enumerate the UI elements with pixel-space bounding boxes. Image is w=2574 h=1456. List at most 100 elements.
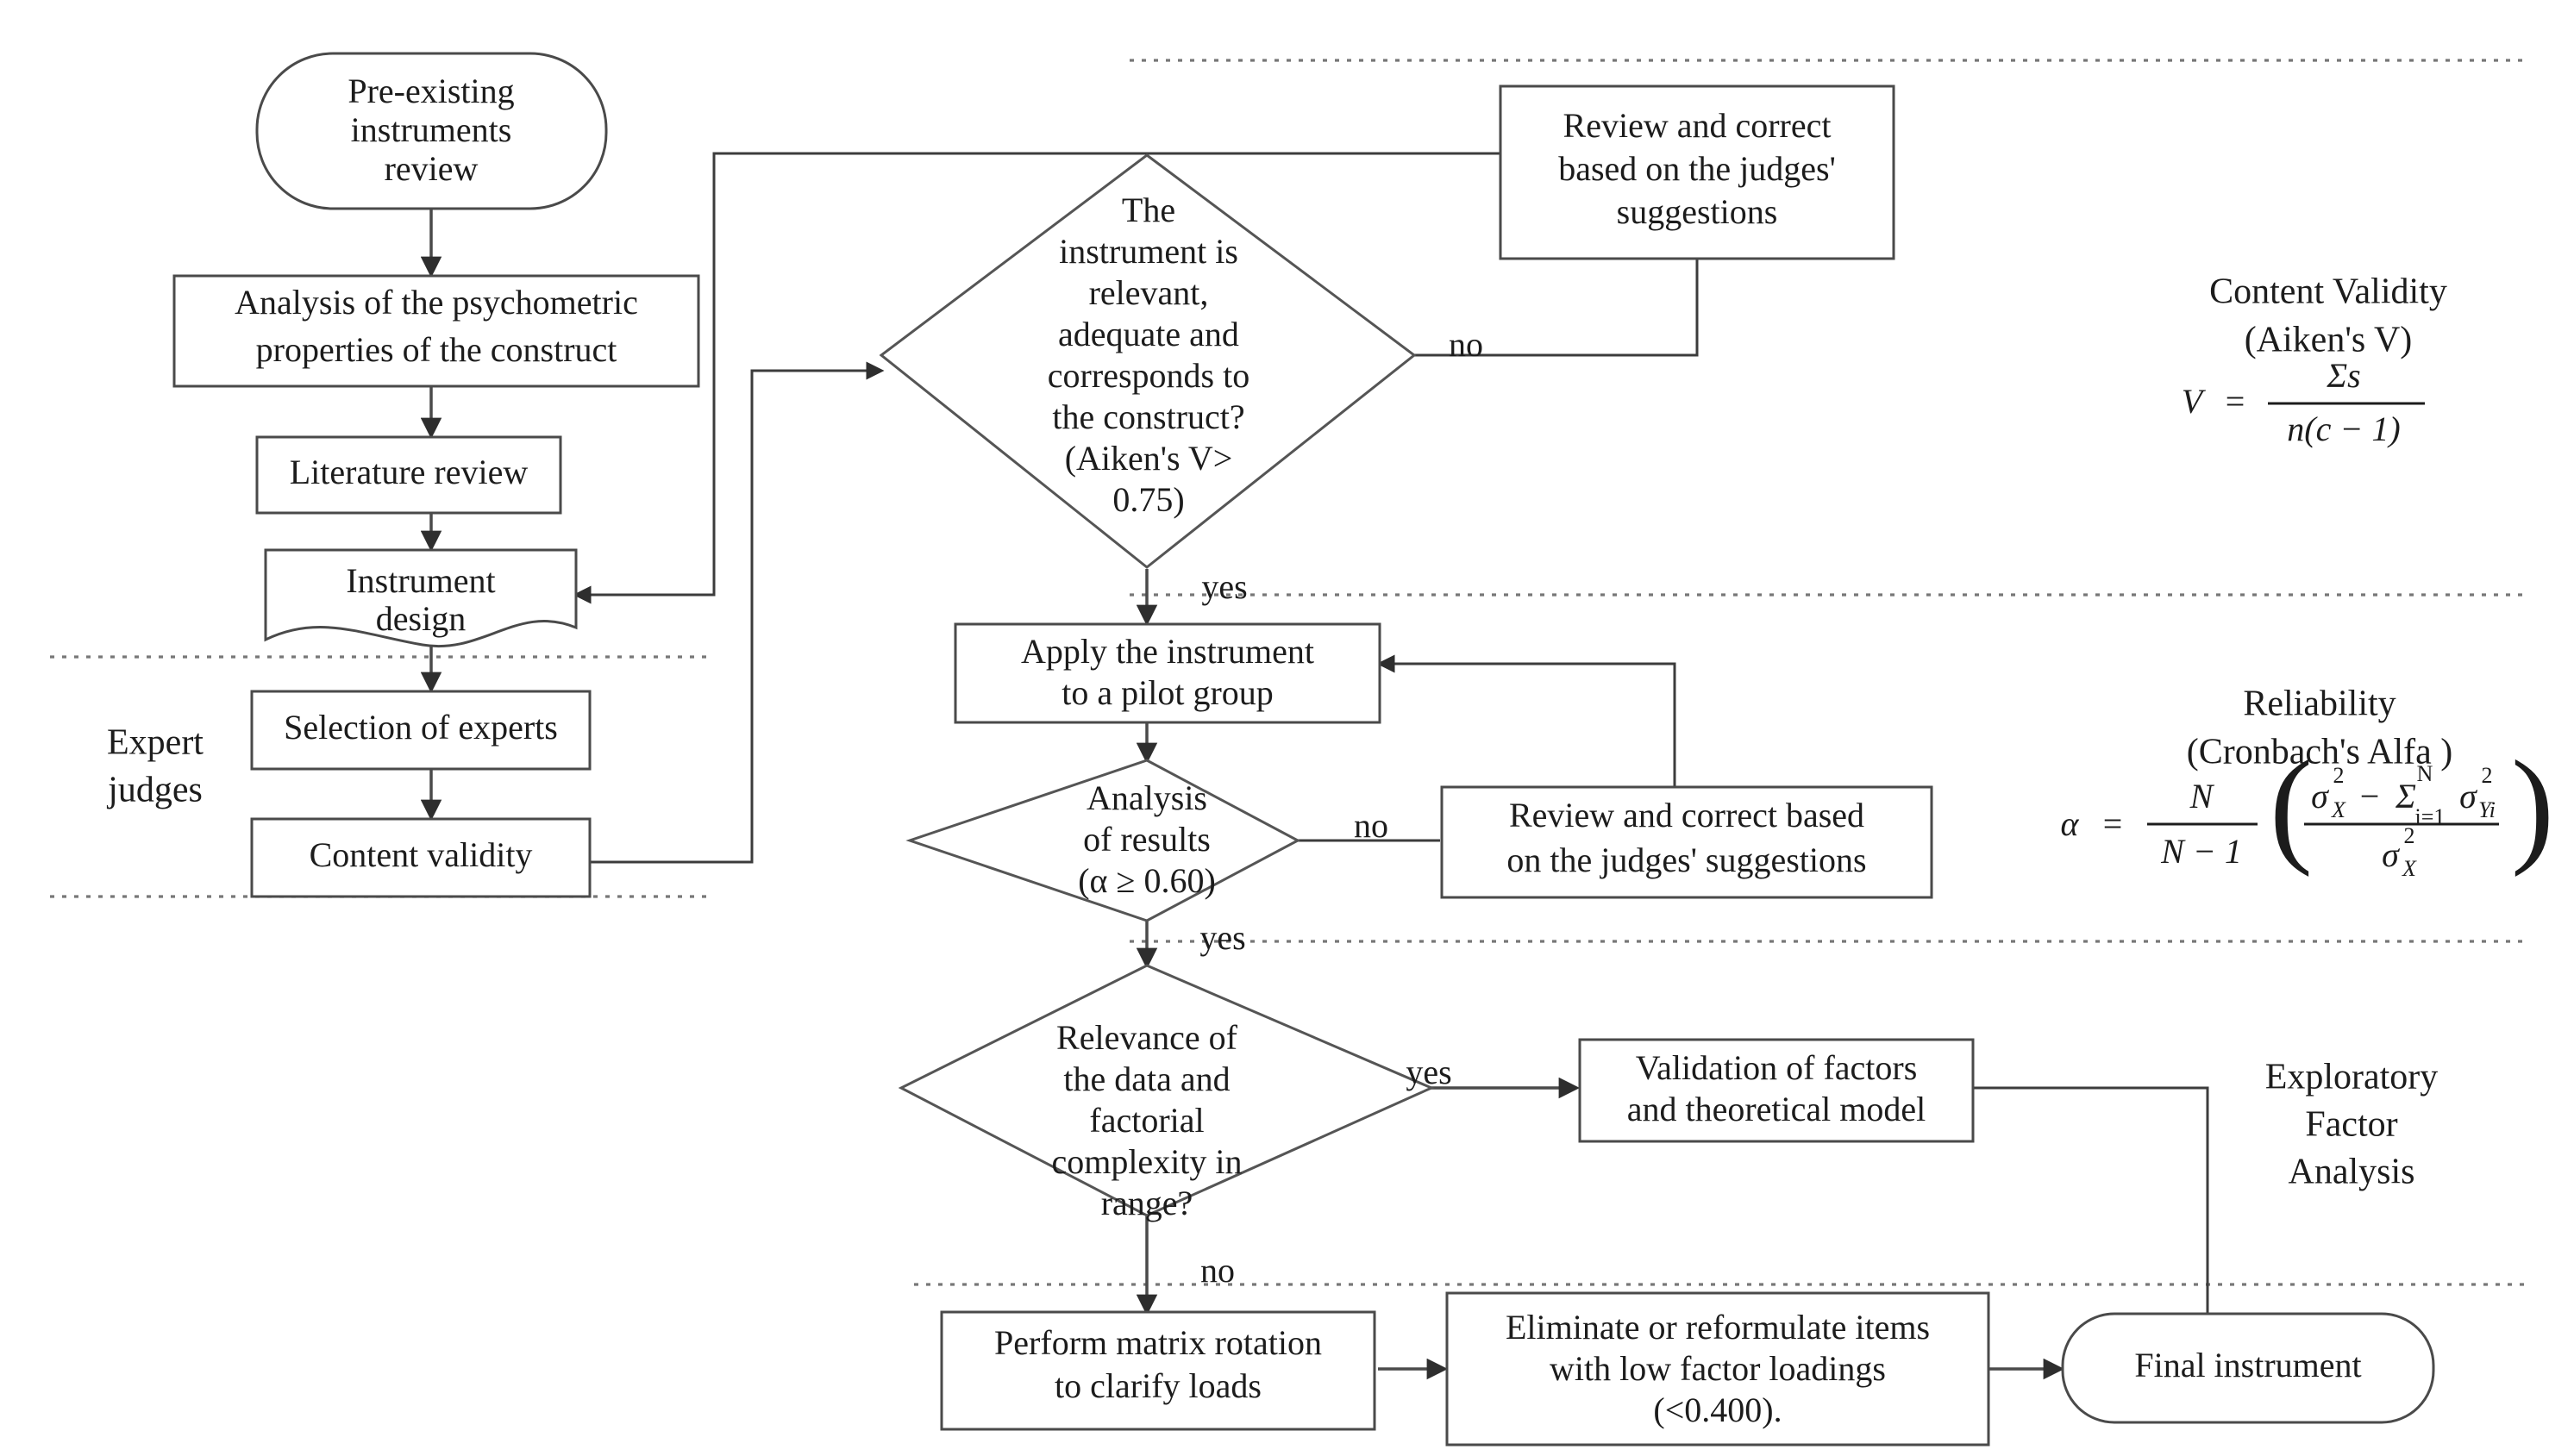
formula-cronbach-den-sigma: σ — [2382, 835, 2400, 874]
node-matrix-rotation-line-1: Perform matrix rotation — [994, 1323, 1322, 1362]
node-decision-factorial-line-5: range? — [1101, 1184, 1193, 1222]
node-psychometric-analysis[interactable]: Analysis of the psychometric properties … — [172, 274, 700, 388]
node-decision-factorial-line-2: the data and — [1063, 1059, 1230, 1098]
node-selection-of-experts[interactable]: Selection of experts — [250, 690, 592, 771]
node-review-correct-top[interactable]: Review and correct based on the judges' … — [1499, 84, 1895, 260]
node-matrix-rotation[interactable]: Perform matrix rotation to clarify loads — [940, 1310, 1376, 1431]
node-psychometric-analysis-line-2: properties of the construct — [256, 330, 617, 369]
node-final-instrument-label: Final instrument — [2134, 1346, 2361, 1384]
node-psychometric-analysis-line-1: Analysis of the psychometric — [235, 283, 638, 322]
edge-label-yes-factor: yes — [1406, 1053, 1451, 1091]
side-label-efa-line-2: Factor — [2305, 1105, 2397, 1145]
edge-label-yes-mid: yes — [1199, 918, 1245, 957]
formula-cronbach-minus: − — [2360, 777, 2380, 815]
side-label-exploratory-factor-analysis: Exploratory Factor Analysis — [2265, 1058, 2439, 1192]
node-decision-relevant-line-4: adequate and — [1058, 315, 1239, 353]
node-validation-factors[interactable]: Validation of factors and theoretical mo… — [1578, 1038, 1975, 1143]
node-validation-factors-line-1: Validation of factors — [1636, 1048, 1918, 1087]
edge-label-no-factor: no — [1200, 1251, 1235, 1290]
formula-cronbach-sum-sub: i=1 — [2415, 804, 2446, 829]
node-review-correct-mid[interactable]: Review and correct based on the judges' … — [1440, 785, 1933, 899]
node-decision-results[interactable]: Analysis of results (α ≥ 0.60) — [905, 759, 1301, 922]
formula-cronbach-sum: Σ — [2395, 777, 2416, 815]
formula-cronbach-lhs: α — [2061, 804, 2080, 843]
node-content-validity[interactable]: Content validity — [250, 817, 592, 898]
node-pre-existing-review-line-3: review — [385, 149, 479, 188]
node-decision-relevant-line-5: corresponds to — [1048, 356, 1249, 395]
node-final-instrument[interactable]: Final instrument — [2061, 1312, 2435, 1424]
formula-cronbach-frac2-denominator: σ X 2 — [2382, 823, 2417, 881]
node-eliminate-items-line-3: (<0.400). — [1653, 1390, 1782, 1429]
side-label-efa-line-3: Analysis — [2289, 1153, 2415, 1192]
node-pre-existing-review-line-2: instruments — [351, 110, 512, 149]
formula-cronbach-sigma-y-sup: 2 — [2482, 763, 2493, 788]
formula-cronbach-sigma-x-sub: X — [2331, 797, 2346, 822]
node-decision-factorial-line-1: Relevance of — [1056, 1018, 1238, 1057]
edge-label-yes-top: yes — [1201, 567, 1247, 606]
edge-review-top-to-design — [573, 152, 1503, 604]
node-review-correct-top-line-3: suggestions — [1617, 192, 1778, 231]
side-label-expert-judges-line-1: Expert — [107, 723, 204, 763]
side-label-efa-line-1: Exploratory — [2265, 1058, 2439, 1097]
node-decision-relevant-line-3: relevant, — [1089, 273, 1209, 312]
edge-content-validity-to-decision — [591, 361, 885, 864]
node-instrument-design[interactable]: Instrument design — [264, 548, 578, 647]
node-pre-existing-review-line-1: Pre-existing — [348, 72, 514, 110]
node-decision-results-line-2: of results — [1083, 820, 1211, 859]
formula-aiken-v-numerator: Σs — [2326, 356, 2360, 395]
formula-cronbach-frac1-denominator: N − 1 — [2160, 832, 2242, 871]
node-instrument-design-line-2: design — [376, 599, 466, 638]
formula-aiken-v: V = Σs n(c − 1) — [2182, 356, 2425, 448]
node-eliminate-items[interactable]: Eliminate or reformulate items with low … — [1445, 1291, 1990, 1447]
formula-cronbach-sum-sup: N — [2417, 761, 2433, 786]
formula-cronbach-sigma-y-sub: Yi — [2478, 797, 2496, 822]
node-review-correct-mid-line-1: Review and correct based — [1509, 796, 1864, 834]
side-label-reliability-line-1: Reliability — [2243, 684, 2396, 724]
formula-aiken-v-denominator: n(c − 1) — [2287, 409, 2400, 448]
formula-cronbach-paren-close: ) — [2511, 734, 2554, 878]
formula-cronbach-equals: = — [2103, 804, 2123, 843]
node-review-correct-top-line-2: based on the judges' — [1558, 149, 1836, 188]
side-label-reliability: Reliability (Cronbach's Alfa ) — [2187, 684, 2452, 772]
node-decision-relevant-line-6: the construct? — [1052, 397, 1244, 436]
formula-cronbach-den-sup: 2 — [2404, 823, 2415, 848]
side-label-expert-judges-line-2: judges — [106, 771, 203, 810]
side-label-reliability-line-2: (Cronbach's Alfa ) — [2187, 733, 2452, 772]
node-decision-factorial[interactable]: Relevance of the data and factorial comp… — [898, 964, 1435, 1222]
node-literature-review-label: Literature review — [290, 453, 529, 491]
node-matrix-rotation-line-2: to clarify loads — [1055, 1366, 1262, 1405]
formula-aiken-v-lhs: V — [2182, 382, 2207, 421]
node-eliminate-items-line-1: Eliminate or reformulate items — [1506, 1308, 1930, 1347]
node-decision-relevant-line-8: 0.75) — [1112, 480, 1184, 519]
formula-aiken-v-equals: = — [2226, 382, 2245, 421]
node-decision-relevant[interactable]: The instrument is relevant, adequate and… — [879, 153, 1417, 569]
node-decision-relevant-line-2: instrument is — [1059, 232, 1238, 271]
node-decision-relevant-line-7: (Aiken's V> — [1065, 439, 1233, 478]
node-eliminate-items-line-2: with low factor loadings — [1550, 1349, 1886, 1388]
node-apply-pilot-line-1: Apply the instrument — [1021, 632, 1314, 671]
node-pre-existing-review[interactable]: Pre-existing instruments review — [255, 52, 608, 210]
side-label-content-validity: Content Validity (Aiken's V) — [2209, 272, 2447, 360]
formula-cronbach-alpha: α = N N − 1 ( ) σ X 2 − Σ N i=1 σ Yi 2 — [2061, 734, 2554, 881]
side-label-content-validity-line-2: (Aiken's V) — [2245, 321, 2413, 360]
formula-cronbach-frac1-numerator: N — [2189, 777, 2215, 815]
node-content-validity-label: Content validity — [310, 835, 533, 874]
node-decision-factorial-line-4: complexity in — [1051, 1142, 1242, 1181]
node-literature-review[interactable]: Literature review — [255, 435, 562, 515]
formula-cronbach-frac2-numerator: σ X 2 − Σ N i=1 σ Yi 2 — [2311, 761, 2496, 829]
node-decision-factorial-line-3: factorial — [1089, 1101, 1204, 1140]
side-label-content-validity-line-1: Content Validity — [2209, 272, 2447, 312]
node-decision-relevant-line-1: The — [1122, 191, 1175, 229]
formula-cronbach-sigma-y: σ — [2459, 777, 2477, 815]
node-validation-factors-line-2: and theoretical model — [1627, 1090, 1926, 1128]
edge-review-mid-to-apply — [1376, 654, 1676, 787]
edge-label-no-mid: no — [1354, 806, 1388, 845]
node-decision-results-line-3: (α ≥ 0.60) — [1078, 861, 1216, 900]
node-instrument-design-line-1: Instrument — [346, 561, 495, 600]
node-apply-pilot-line-2: to a pilot group — [1062, 673, 1274, 712]
edge-label-no-top: no — [1449, 325, 1483, 364]
edge-validation-to-final — [1970, 1086, 2217, 1335]
node-apply-pilot[interactable]: Apply the instrument to a pilot group — [954, 622, 1381, 724]
formula-cronbach-paren-open: ( — [2270, 734, 2313, 878]
